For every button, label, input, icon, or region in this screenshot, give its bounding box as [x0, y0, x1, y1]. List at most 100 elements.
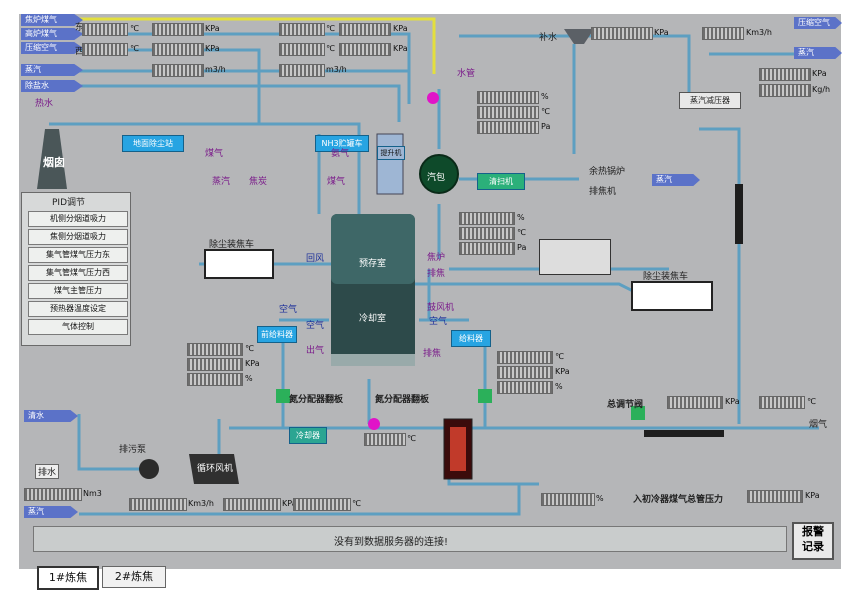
- pipe-chamber-right-2: [399, 282, 640, 296]
- pid-btn-5[interactable]: 煤气主管压力: [28, 283, 128, 299]
- unit-r4: KPa: [555, 367, 570, 376]
- unit-b4: ℃: [352, 499, 361, 508]
- magenta-valve-1: [427, 92, 439, 104]
- boiler-drum-shape: [419, 154, 459, 194]
- gas-inlet-label: 入初冷器煤气总管压力: [633, 495, 724, 505]
- pid-panel: PID调节 机侧分烟道吸力 焦侧分烟道吸力 集气管煤气压力东 集气管煤气压力西 …: [21, 192, 131, 346]
- steam-reducer-box[interactable]: 蒸汽减压器: [679, 92, 741, 109]
- unit-top-right-2: Km3/h: [746, 28, 772, 37]
- storage-bin-funnel: [564, 29, 594, 44]
- coke-car-left[interactable]: 除尘装焦车: [204, 240, 274, 279]
- inlet-steam: 蒸汽: [21, 64, 83, 76]
- pipe-top-right: [459, 34, 691, 99]
- unit-10: m3/h: [326, 65, 347, 74]
- lift-box[interactable]: 提升机: [377, 146, 405, 160]
- lbl-supply: 补水: [539, 33, 558, 43]
- readout-10: [279, 64, 325, 77]
- readout-3: [279, 23, 325, 36]
- readout-m2: [477, 106, 539, 119]
- pipe-right-vertical: [699, 127, 741, 424]
- inlet-blast-gas: 高炉煤气: [21, 28, 83, 40]
- unit-r2: Kg/h: [812, 85, 831, 94]
- readout-4: [339, 23, 391, 36]
- readout-m4: [459, 212, 515, 225]
- chimney-shape: [37, 129, 67, 189]
- lbl-flue-gas: 烟气: [809, 420, 828, 430]
- unit-4: KPa: [393, 24, 408, 33]
- lbl-coal2: 焦炉: [427, 253, 446, 263]
- pid-btn-1[interactable]: 机侧分烟道吸力: [28, 211, 128, 227]
- pipe-chimney-return: [49, 122, 361, 214]
- pump-label: 排污泵: [119, 445, 147, 455]
- dust-collector-station[interactable]: 地面除尘站: [122, 135, 184, 152]
- coke-car-right[interactable]: 除尘装焦车: [631, 272, 713, 311]
- readout-b6: [747, 490, 803, 503]
- readout-m3: [477, 121, 539, 134]
- unit-total-2: ℃: [807, 397, 816, 406]
- readout-b4: [293, 498, 351, 511]
- tab-coking-2[interactable]: 2#炼焦: [102, 566, 166, 588]
- unit-total: KPa: [725, 397, 740, 406]
- lbl-gas-a: 煤气: [205, 149, 224, 159]
- lbl-coal1: 煤气: [327, 177, 346, 187]
- pid-btn-2[interactable]: 焦侧分烟道吸力: [28, 229, 128, 245]
- conveyor-belt: [644, 430, 724, 437]
- readout-r4: [497, 366, 553, 379]
- lbl-return-air: 回风: [306, 254, 325, 264]
- readout-b1: [24, 488, 82, 501]
- tab-coking-1[interactable]: 1#炼焦: [37, 566, 99, 590]
- coke-chamber-label: 预存室: [359, 259, 387, 269]
- feeder-left[interactable]: 前给料器: [257, 326, 297, 343]
- unit-b1: Nm3: [83, 489, 102, 498]
- alarm-record-button[interactable]: 报警 记录: [792, 522, 834, 560]
- unit-b2: Km3/h: [188, 499, 214, 508]
- conveyor-cart[interactable]: [539, 239, 611, 275]
- unit-r1: KPa: [812, 69, 827, 78]
- boiler-drum-label: 汽包: [427, 173, 446, 183]
- unit-m1: %: [541, 92, 549, 101]
- west-label: 西: [75, 47, 85, 57]
- lbl-air2: 空气: [306, 321, 325, 331]
- unit-9: m3/h: [205, 65, 226, 74]
- readout-r1: [759, 68, 811, 81]
- cleaner-box[interactable]: 清扫机: [477, 173, 525, 190]
- conveyor-label: 循环风机: [197, 464, 234, 474]
- pid-btn-3[interactable]: 集气管煤气压力东: [28, 247, 128, 263]
- coke-car-right-label: 除尘装焦车: [643, 272, 689, 282]
- readout-m1: [477, 91, 539, 104]
- nh3-tank-car[interactable]: NH3贮罐车: [315, 135, 369, 152]
- cooler-box[interactable]: 冷却器: [289, 427, 327, 444]
- readout-r5: [497, 381, 553, 394]
- pipe-upper-4: [79, 84, 401, 122]
- readout-7: [279, 43, 325, 56]
- lbl-coke2: 排焦: [427, 269, 446, 279]
- feeder-right[interactable]: 给料器: [451, 330, 491, 347]
- readout-l2: [187, 358, 243, 371]
- readout-total: [667, 396, 723, 409]
- pid-btn-6[interactable]: 预热器温度设定: [28, 301, 128, 317]
- readout-total-2: [759, 396, 805, 409]
- unit-2: KPa: [205, 24, 220, 33]
- status-message: 没有到数据服务器的连接!: [334, 537, 449, 548]
- lbl-steam1: 蒸汽: [212, 177, 231, 187]
- readout-6: [152, 43, 204, 56]
- pipe-upper-2: [79, 48, 261, 124]
- pid-btn-4[interactable]: 集气管煤气压力西: [28, 265, 128, 281]
- unit-m2: ℃: [541, 107, 550, 116]
- pid-btn-7[interactable]: 气体控制: [28, 319, 128, 335]
- pipe-bottom: [79, 484, 521, 516]
- outlet-boiler: 蒸汽: [652, 174, 700, 186]
- green-damper-total: [631, 406, 645, 420]
- readout-top-right-2: [702, 27, 744, 40]
- east-label: 东: [75, 23, 85, 33]
- inlet-compressed-air: 压缩空气: [21, 42, 83, 54]
- readout-2: [152, 23, 204, 36]
- readout-l1: [187, 343, 243, 356]
- readout-r3: [497, 351, 553, 364]
- lbl-blower: 鼓风机: [427, 303, 455, 313]
- lbl-gas-b: 排焦: [423, 349, 442, 359]
- lbl-top-water: 水管: [457, 69, 476, 79]
- unit-r3: ℃: [555, 352, 564, 361]
- unit-r5: %: [555, 382, 563, 391]
- discharge-label: 排焦机: [589, 187, 617, 197]
